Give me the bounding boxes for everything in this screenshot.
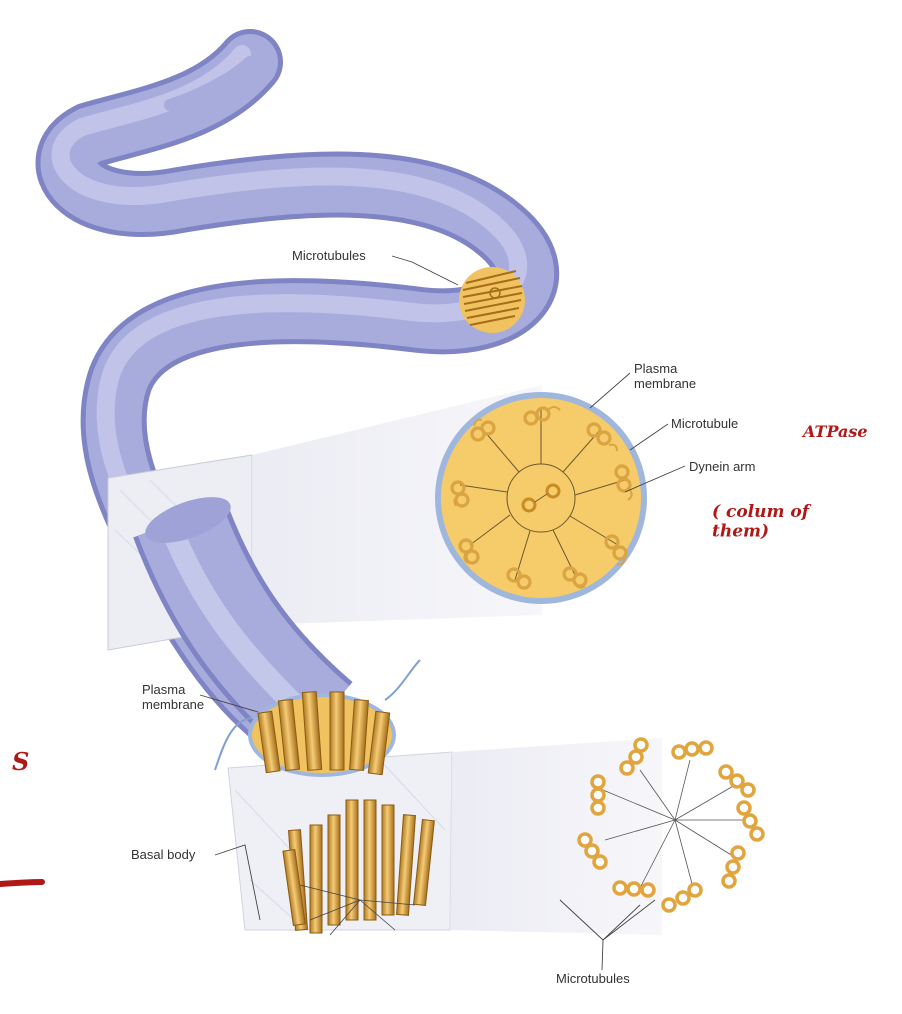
label-basal-body: Basal body [131,847,196,862]
basal-body-spokes [299,884,416,936]
microtubule-window [459,267,525,333]
annotation-atpase: ATPase [801,422,868,441]
basal-body-rods [257,691,435,934]
leader-lines [199,255,686,971]
label-microtubules-top: Microtubules [292,248,366,263]
axoneme-cross-section [435,392,647,604]
label-dynein-arm: Dynein arm [689,459,755,474]
triplet-cross-section [577,737,765,913]
label-microtubules-bottom: Microtubules [556,971,630,986]
label-microtubule-cross: Microtubule [671,416,738,431]
annotation-margin-s: S [12,747,29,776]
annotation-stroke [0,879,45,887]
